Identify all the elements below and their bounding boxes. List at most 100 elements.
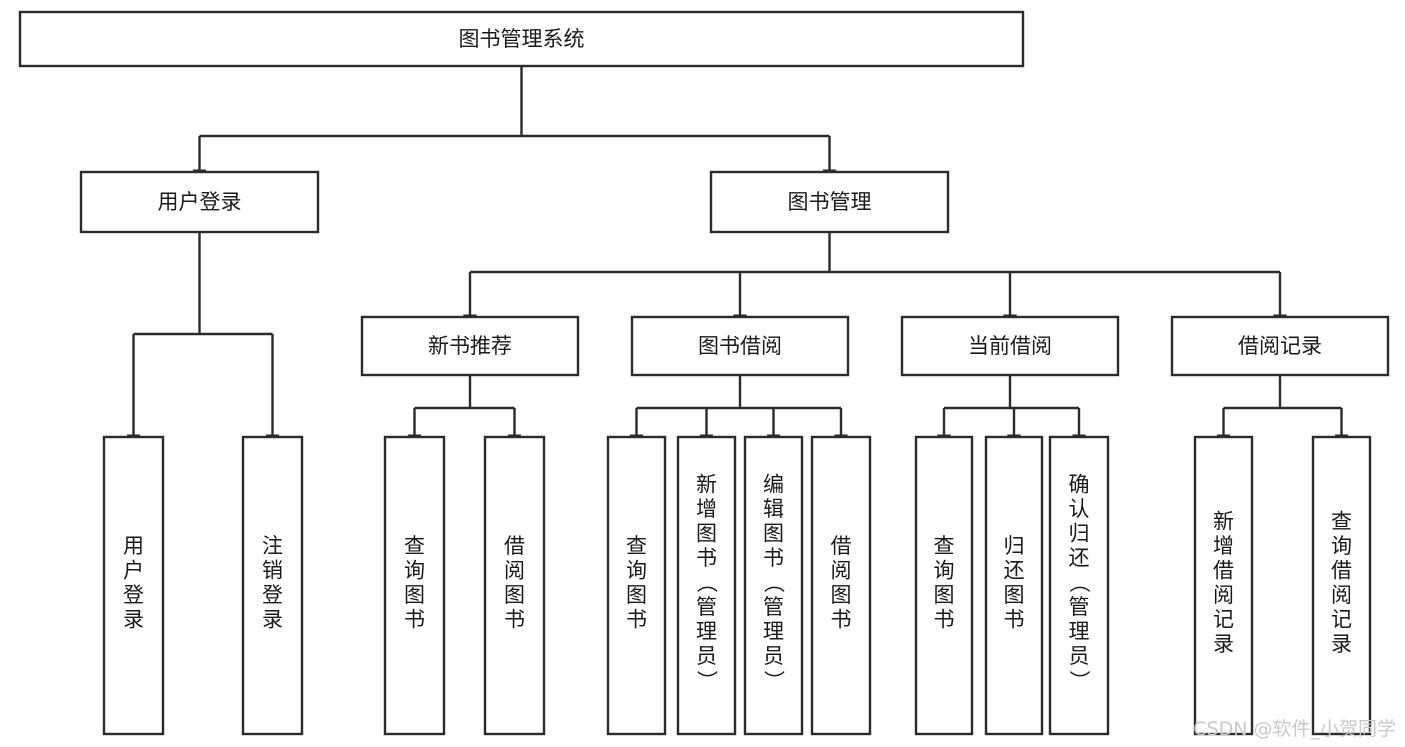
node-leaf-borrow-book-2[interactable] — [810, 435, 872, 736]
svg-text:询: 询 — [934, 558, 955, 582]
svg-text:确: 确 — [1069, 473, 1090, 497]
boxes-layer — [18, 10, 1390, 736]
svg-text:书: 书 — [504, 607, 525, 631]
svg-text:询: 询 — [626, 558, 647, 582]
node-leaf-add-book-admin[interactable] — [676, 435, 737, 736]
svg-text:阅: 阅 — [504, 558, 525, 582]
svg-text:录: 录 — [262, 607, 283, 631]
node-leaf-query-book-1[interactable] — [383, 435, 446, 736]
node-label-book-borrow: 图书借阅 — [698, 334, 782, 358]
svg-text:查: 查 — [934, 534, 955, 558]
node-leaf-query-book-3[interactable] — [914, 435, 974, 736]
node-leaf-borrow-book-1[interactable] — [483, 435, 546, 736]
svg-text:记: 记 — [1213, 607, 1234, 631]
node-label-root: 图书管理系统 — [459, 27, 585, 51]
node-leaf-add-borrow-record[interactable] — [1193, 435, 1254, 736]
svg-text:管: 管 — [696, 595, 717, 619]
svg-text:图: 图 — [504, 583, 525, 607]
svg-text:归: 归 — [1069, 522, 1090, 546]
node-box-leaf-borrow-book-2[interactable] — [810, 435, 872, 736]
svg-text:借: 借 — [1213, 558, 1234, 582]
svg-text:借: 借 — [504, 534, 525, 558]
node-box-book-manage[interactable] — [709, 170, 950, 234]
node-box-new-book-recommend[interactable] — [360, 315, 580, 377]
svg-text:录: 录 — [1213, 632, 1234, 656]
svg-text:新: 新 — [696, 473, 717, 497]
node-book-manage[interactable] — [709, 170, 950, 234]
node-leaf-user-logout[interactable] — [241, 435, 304, 736]
svg-text:书: 书 — [1004, 607, 1025, 631]
node-borrow-record[interactable] — [1170, 315, 1390, 377]
node-box-root[interactable] — [18, 10, 1025, 68]
svg-text:新: 新 — [1213, 509, 1234, 533]
node-box-leaf-borrow-book-1[interactable] — [483, 435, 546, 736]
node-leaf-query-borrow-record[interactable] — [1311, 435, 1372, 736]
svg-text:员: 员 — [763, 644, 784, 668]
svg-text:书: 书 — [404, 607, 425, 631]
svg-text:图: 图 — [934, 583, 955, 607]
node-label-user-login: 用户登录 — [158, 190, 242, 214]
node-box-leaf-confirm-return-admin[interactable] — [1048, 435, 1110, 736]
node-box-leaf-edit-book-admin[interactable] — [743, 435, 804, 736]
node-label-leaf-user-login: 用户登录 — [123, 534, 144, 632]
svg-text:登: 登 — [123, 583, 144, 607]
node-leaf-return-book[interactable] — [984, 435, 1044, 736]
svg-text:）: ） — [1067, 670, 1091, 691]
node-book-borrow[interactable] — [630, 315, 850, 377]
svg-text:录: 录 — [123, 607, 144, 631]
node-box-leaf-return-book[interactable] — [984, 435, 1044, 736]
svg-text:询: 询 — [404, 558, 425, 582]
svg-text:还: 还 — [1069, 546, 1090, 570]
node-leaf-edit-book-admin[interactable] — [743, 435, 804, 736]
svg-text:（: （ — [695, 572, 719, 593]
node-current-borrow[interactable] — [900, 315, 1120, 377]
node-leaf-user-login[interactable] — [102, 435, 165, 736]
svg-text:用: 用 — [123, 534, 144, 558]
node-box-leaf-query-book-1[interactable] — [383, 435, 446, 736]
svg-text:销: 销 — [262, 558, 283, 582]
svg-text:录: 录 — [1331, 632, 1352, 656]
node-leaf-query-book-2[interactable] — [606, 435, 667, 736]
svg-text:书: 书 — [763, 546, 784, 570]
svg-text:图: 图 — [626, 583, 647, 607]
node-leaf-confirm-return-admin[interactable] — [1048, 435, 1110, 736]
node-box-book-borrow[interactable] — [630, 315, 850, 377]
svg-text:书: 书 — [831, 607, 852, 631]
node-box-borrow-record[interactable] — [1170, 315, 1390, 377]
node-box-leaf-user-logout[interactable] — [241, 435, 304, 736]
svg-text:阅: 阅 — [1331, 583, 1352, 607]
svg-text:借: 借 — [831, 534, 852, 558]
svg-text:查: 查 — [626, 534, 647, 558]
svg-text:认: 认 — [1069, 497, 1090, 521]
svg-text:理: 理 — [763, 620, 784, 644]
node-box-leaf-query-book-2[interactable] — [606, 435, 667, 736]
node-box-leaf-add-borrow-record[interactable] — [1193, 435, 1254, 736]
node-box-current-borrow[interactable] — [900, 315, 1120, 377]
node-user-login[interactable] — [79, 170, 320, 234]
svg-text:图: 图 — [404, 583, 425, 607]
node-box-leaf-add-book-admin[interactable] — [676, 435, 737, 736]
node-box-leaf-query-book-3[interactable] — [914, 435, 974, 736]
svg-text:注: 注 — [262, 534, 283, 558]
node-box-leaf-user-login[interactable] — [102, 435, 165, 736]
svg-text:增: 增 — [1213, 534, 1234, 558]
svg-text:编: 编 — [763, 473, 784, 497]
svg-text:管: 管 — [763, 595, 784, 619]
node-new-book-recommend[interactable] — [360, 315, 580, 377]
node-box-user-login[interactable] — [79, 170, 320, 234]
svg-text:图: 图 — [696, 522, 717, 546]
svg-text:（: （ — [762, 572, 786, 593]
svg-text:图: 图 — [1004, 583, 1025, 607]
node-root[interactable] — [18, 10, 1025, 68]
node-box-leaf-query-borrow-record[interactable] — [1311, 435, 1372, 736]
